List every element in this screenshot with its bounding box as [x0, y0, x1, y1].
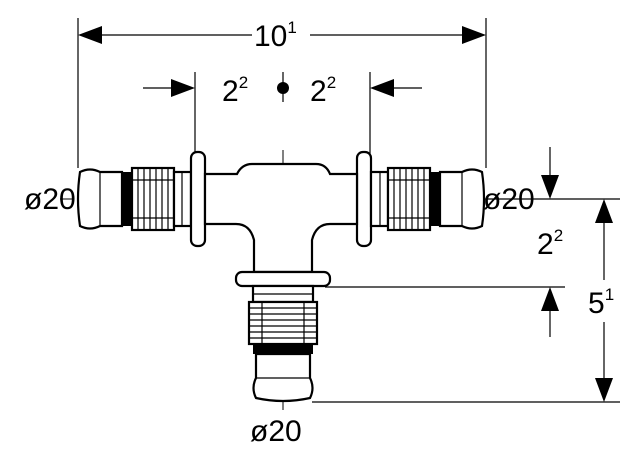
overall-length-sup: 1	[287, 18, 296, 37]
left-offset-value: 2	[222, 75, 239, 108]
total-height-value: 5	[588, 287, 605, 320]
tee-body	[203, 162, 359, 274]
left-offset-sup: 2	[239, 73, 248, 92]
svg-text:22: 22	[222, 73, 248, 108]
left-press-end	[76, 150, 207, 248]
total-height-sup: 1	[605, 285, 614, 304]
arrow-right-head	[462, 26, 486, 44]
offset-dimensions: 22 22	[143, 72, 422, 158]
left-diameter-label: ø20	[24, 183, 76, 216]
right-offset-value: 2	[310, 75, 327, 108]
bottom-press-end	[234, 270, 332, 403]
svg-text:22: 22	[537, 226, 563, 261]
svg-text:22: 22	[310, 73, 336, 108]
arrow-left-head	[78, 26, 102, 44]
branch-offset-sup: 2	[554, 226, 563, 245]
right-offset-sup: 2	[327, 73, 336, 92]
bottom-diameter-label: ø20	[250, 415, 302, 448]
vertical-dimensions: 22 51	[312, 147, 620, 403]
svg-text:51: 51	[588, 285, 614, 320]
svg-text:101: 101	[254, 18, 297, 53]
center-point-marker	[277, 82, 289, 94]
overall-length-value: 10	[254, 20, 287, 53]
branch-offset-value: 2	[537, 228, 554, 261]
right-press-end	[355, 150, 486, 248]
overall-length-dimension: 101	[77, 18, 487, 168]
